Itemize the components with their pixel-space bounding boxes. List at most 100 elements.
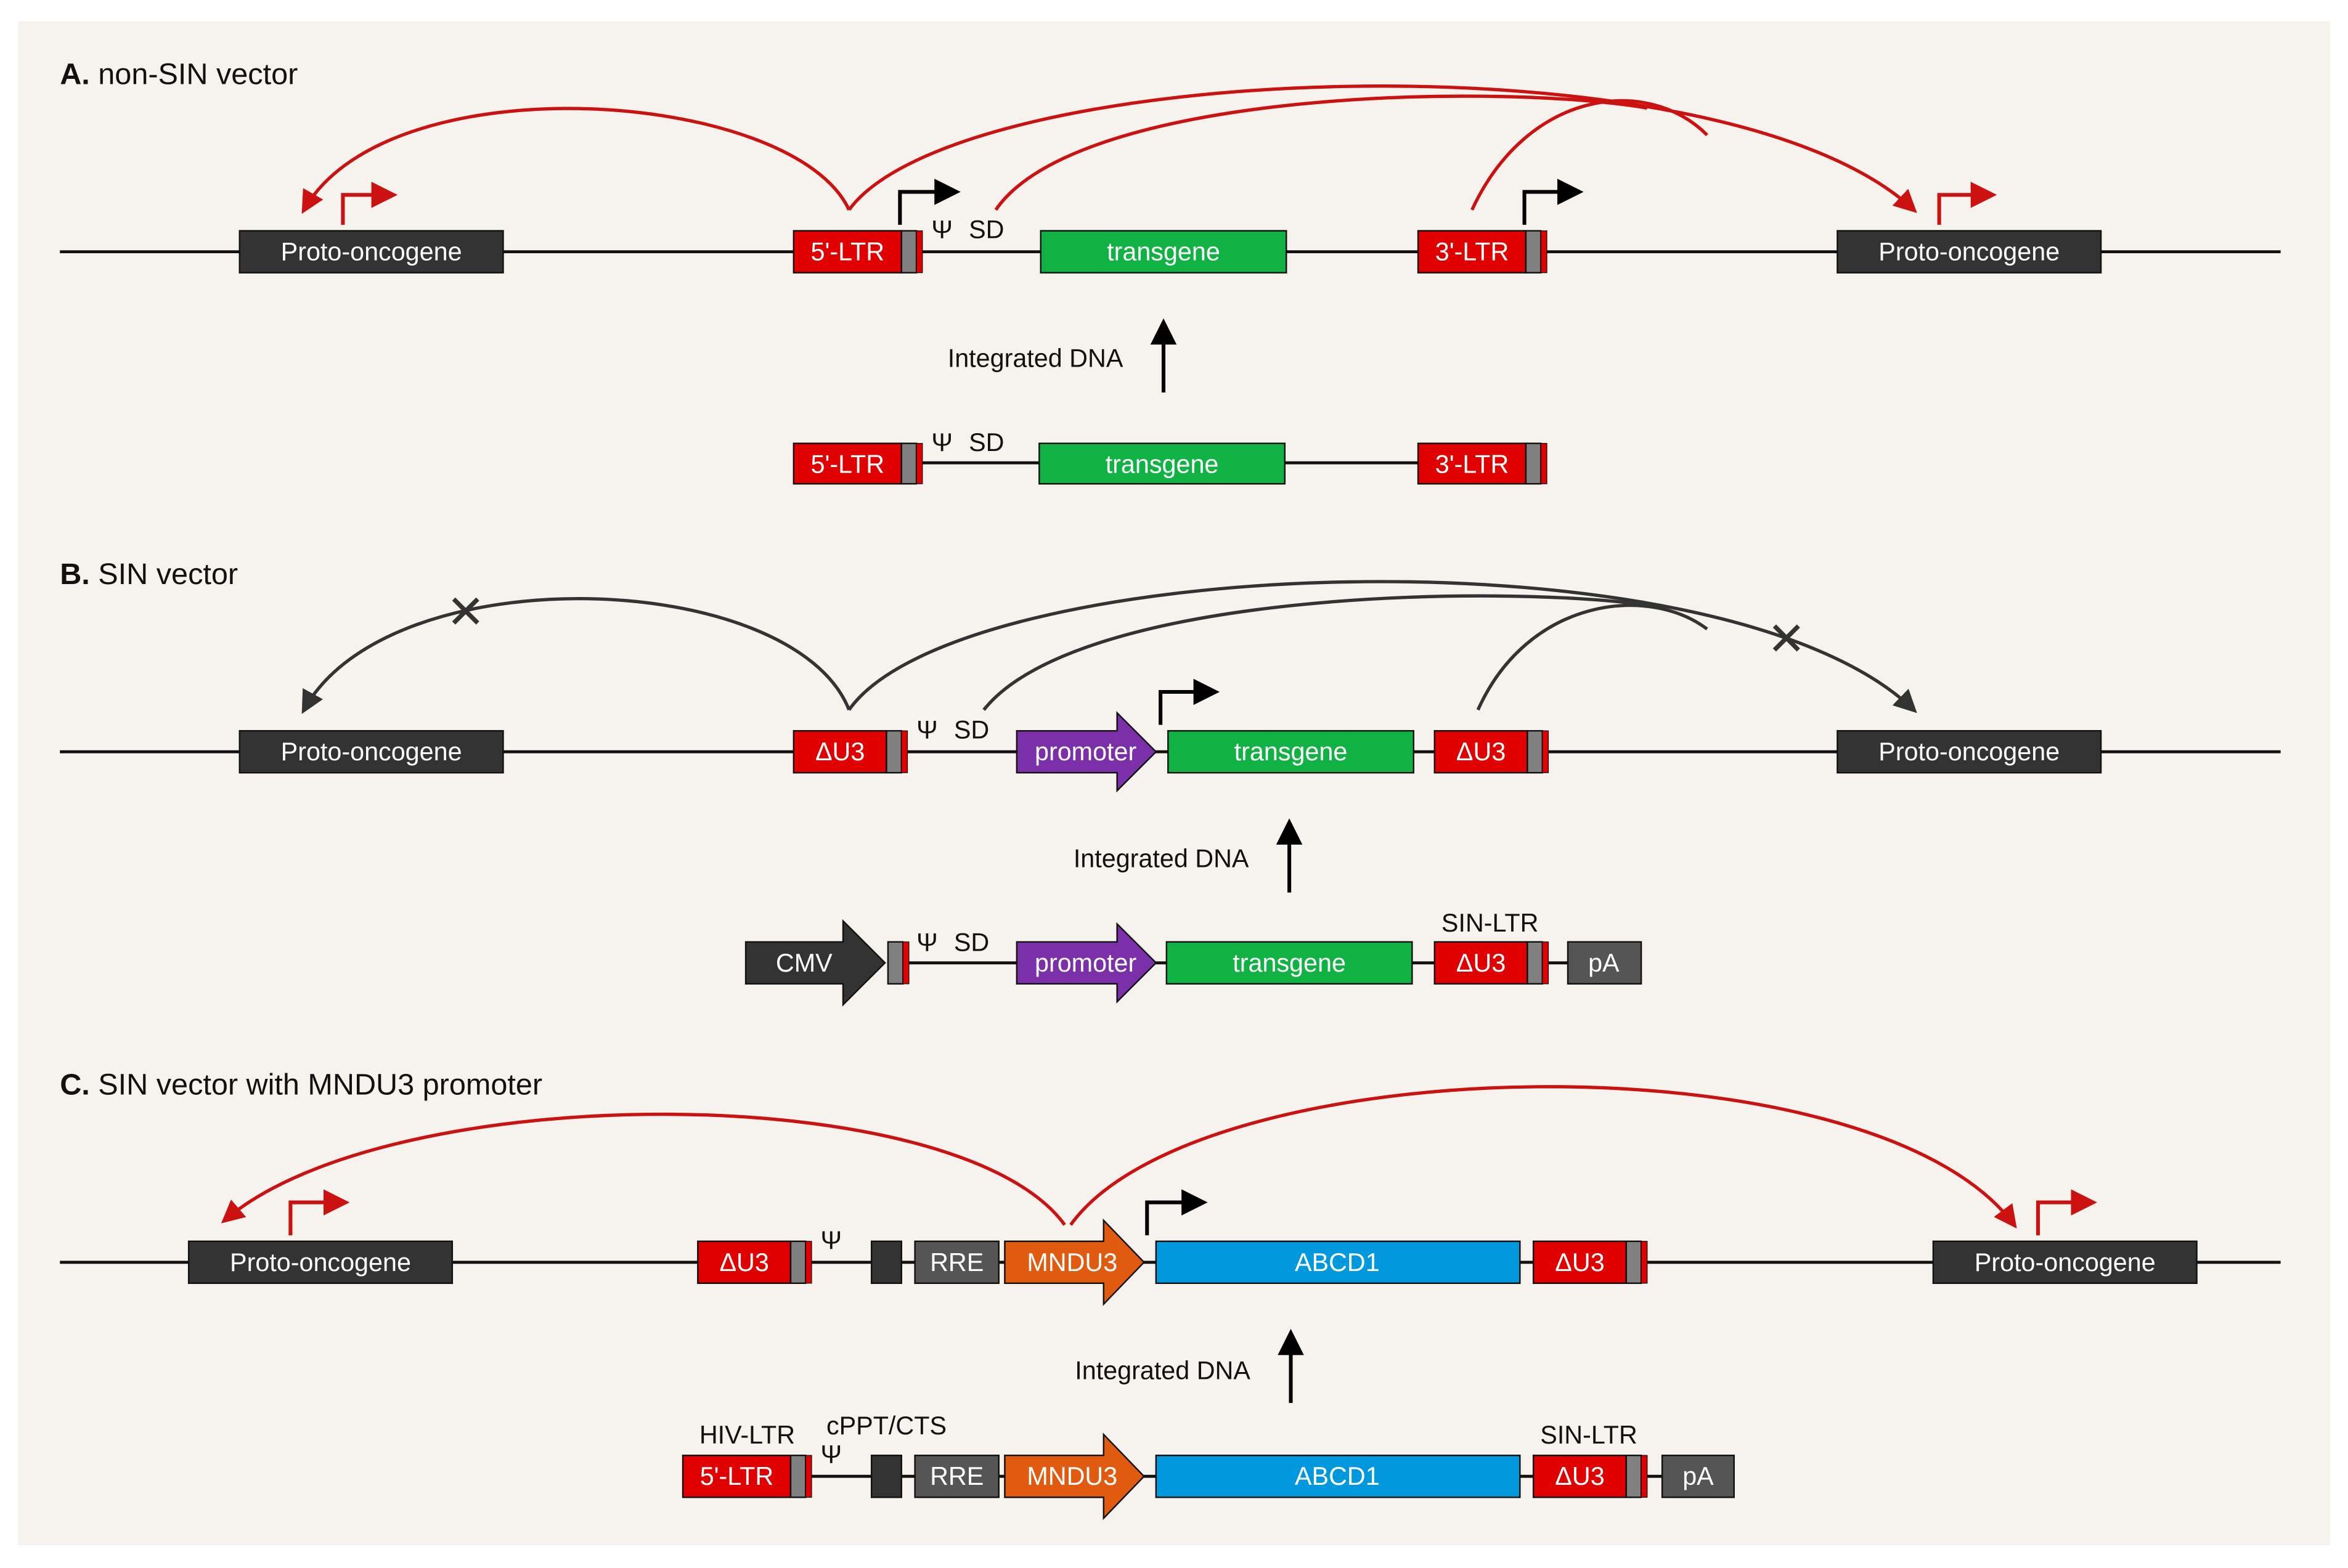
proto-oncogene-right-b-label: Proto-oncogene [1878, 737, 2060, 766]
psi-label-a: Ψ [931, 216, 953, 244]
du3-right-edge-b [1542, 730, 1549, 773]
du3-left-edge-b [901, 730, 908, 773]
construct-transgene-b [1165, 941, 1413, 985]
abcd1-label-c: ABCD1 [1295, 1248, 1380, 1277]
panel-c: C. SIN vector with MNDU3 promoter Proto-… [60, 1068, 2281, 1521]
proto-oncogene-left-b-label: Proto-oncogene [281, 737, 462, 766]
panel-c-letter: C. [60, 1068, 90, 1102]
tss-arrow-proto-left-a [341, 182, 398, 225]
construct-du3-edge-b [1542, 941, 1549, 985]
construct-promoter-b [1016, 922, 1157, 1004]
cppt-block-c [870, 1240, 902, 1284]
du3-left-gray-c [789, 1240, 807, 1284]
ltr5-label-a: 5'-LTR [811, 238, 885, 266]
transgene-label-b: transgene [1234, 737, 1348, 766]
tss-arrow-promoter-b [1159, 678, 1220, 725]
tss-arrow-mndu3-c [1145, 1189, 1208, 1236]
construct-ltr3-gray-a [1525, 442, 1542, 485]
mndu3-arrow-c [1004, 1218, 1146, 1306]
construct-du3-edge-c [1641, 1455, 1648, 1498]
construct-pa-label-b: pA [1588, 949, 1620, 977]
construct-ltr5-label-a: 5'-LTR [811, 450, 885, 479]
panel-a-title-text: non-SIN vector [98, 57, 298, 91]
rre-box-c [914, 1240, 1000, 1284]
panel-a-letter: A. [60, 57, 90, 91]
tss-arrow-proto-right-a [1937, 182, 1997, 225]
transgene-label-a: transgene [1107, 238, 1220, 266]
panel-c-title: C. SIN vector with MNDU3 promoter [60, 1068, 542, 1102]
proto-oncogene-left-a-label: Proto-oncogene [281, 238, 462, 266]
promoter-arrow-b [1016, 711, 1157, 793]
diagram-background [18, 21, 2330, 1546]
construct-ltr5-edge-a [916, 443, 923, 484]
block-x-left [452, 597, 479, 625]
construct-du3-label-c: ΔU3 [1555, 1462, 1604, 1490]
transgene-box-b [1167, 729, 1414, 774]
block-x-right [1772, 624, 1800, 652]
construct-promoter-label-b: promoter [1035, 949, 1136, 977]
construct-transgene-a [1038, 442, 1286, 485]
ltr5-red-edge-a [916, 230, 923, 274]
blocked-arc-sd [982, 594, 1648, 711]
du3-right-label-c: ΔU3 [1555, 1248, 1604, 1277]
enhancer-arc-left [301, 107, 851, 214]
psi-label-c: Ψ [821, 1226, 842, 1254]
panel-b-letter: B. [60, 558, 90, 591]
construct-cppt-label-c: cPPT/CTS [826, 1412, 947, 1440]
construct-transgene-label-b: transgene [1233, 949, 1346, 977]
rre-label-c: RRE [930, 1248, 984, 1277]
construct-du3-label-b: ΔU3 [1456, 949, 1506, 977]
construct-sin-ltr-label-c: SIN-LTR [1540, 1421, 1637, 1449]
construct-cmv-b [744, 919, 886, 1007]
du3-right-gray-b [1527, 729, 1543, 774]
proto-oncogene-right-c-label: Proto-oncogene [1975, 1248, 2156, 1277]
enhancer-arc-right-c [1069, 1085, 2017, 1229]
construct-du3-gray-b [1527, 941, 1543, 985]
integrated-dna-label-b: Integrated DNA [1074, 844, 1249, 872]
panel-a-title: A. non-SIN vector [60, 57, 298, 91]
mndu3-label-c: MNDU3 [1027, 1248, 1117, 1277]
proto-oncogene-right-c [1932, 1240, 2198, 1284]
ltr5-gray-block-a [900, 230, 918, 274]
du3-right-gray-c [1625, 1240, 1642, 1284]
construct-cppt-block-c [870, 1455, 902, 1498]
du3-left-edge-c [805, 1241, 812, 1284]
sd-label-a: SD [969, 216, 1004, 244]
construct-red-edge-b [902, 941, 910, 985]
construct-hiv-ltr-label-c: HIV-LTR [699, 1421, 795, 1449]
enhancer-arc-3ltr [1470, 99, 1708, 211]
du3-right-box-c [1532, 1240, 1628, 1284]
construct-mndu3-c [1004, 1432, 1146, 1521]
blocked-arc-left [301, 596, 851, 714]
proto-oncogene-left-c-label: Proto-oncogene [230, 1248, 411, 1277]
construct-psi-c: Ψ [821, 1440, 842, 1468]
du3-right-label-b: ΔU3 [1456, 737, 1506, 766]
construct-gray-b [887, 941, 904, 985]
construct-rre-label-c: RRE [930, 1462, 984, 1490]
ltr5-box-a [793, 230, 902, 274]
transgene-box-a [1040, 230, 1287, 274]
du3-left-gray-b [886, 729, 902, 774]
construct-pa-c [1661, 1455, 1735, 1498]
ltr3-red-edge-a [1540, 230, 1547, 274]
panel-a: A. non-SIN vector Proto-oncogene 5'-LTR … [60, 57, 2281, 485]
construct-ltr5-label-c: 5'-LTR [700, 1462, 774, 1490]
tss-arrow-proto-left-c [288, 1189, 350, 1236]
integrated-dna-label-c: Integrated DNA [1075, 1356, 1250, 1384]
ltr3-gray-block-a [1525, 230, 1542, 274]
proto-oncogene-left-b [238, 729, 504, 774]
construct-ltr5-gray-c [789, 1455, 807, 1498]
construct-mndu3-label-c: MNDU3 [1027, 1462, 1117, 1490]
construct-ltr5-edge-c [805, 1455, 812, 1498]
blocked-arc-du3 [1476, 603, 1708, 711]
panel-b-title-text: SIN vector [98, 558, 238, 591]
construct-sin-ltr-label-b: SIN-LTR [1441, 909, 1539, 937]
construct-pa-label-c: pA [1682, 1462, 1714, 1490]
du3-right-edge-c [1641, 1241, 1648, 1284]
du3-left-label-b: ΔU3 [815, 737, 865, 766]
construct-ltr5-gray-a [900, 442, 918, 485]
tss-arrow-ltr3-a [1522, 179, 1584, 225]
construct-transgene-label-a: transgene [1106, 450, 1219, 479]
